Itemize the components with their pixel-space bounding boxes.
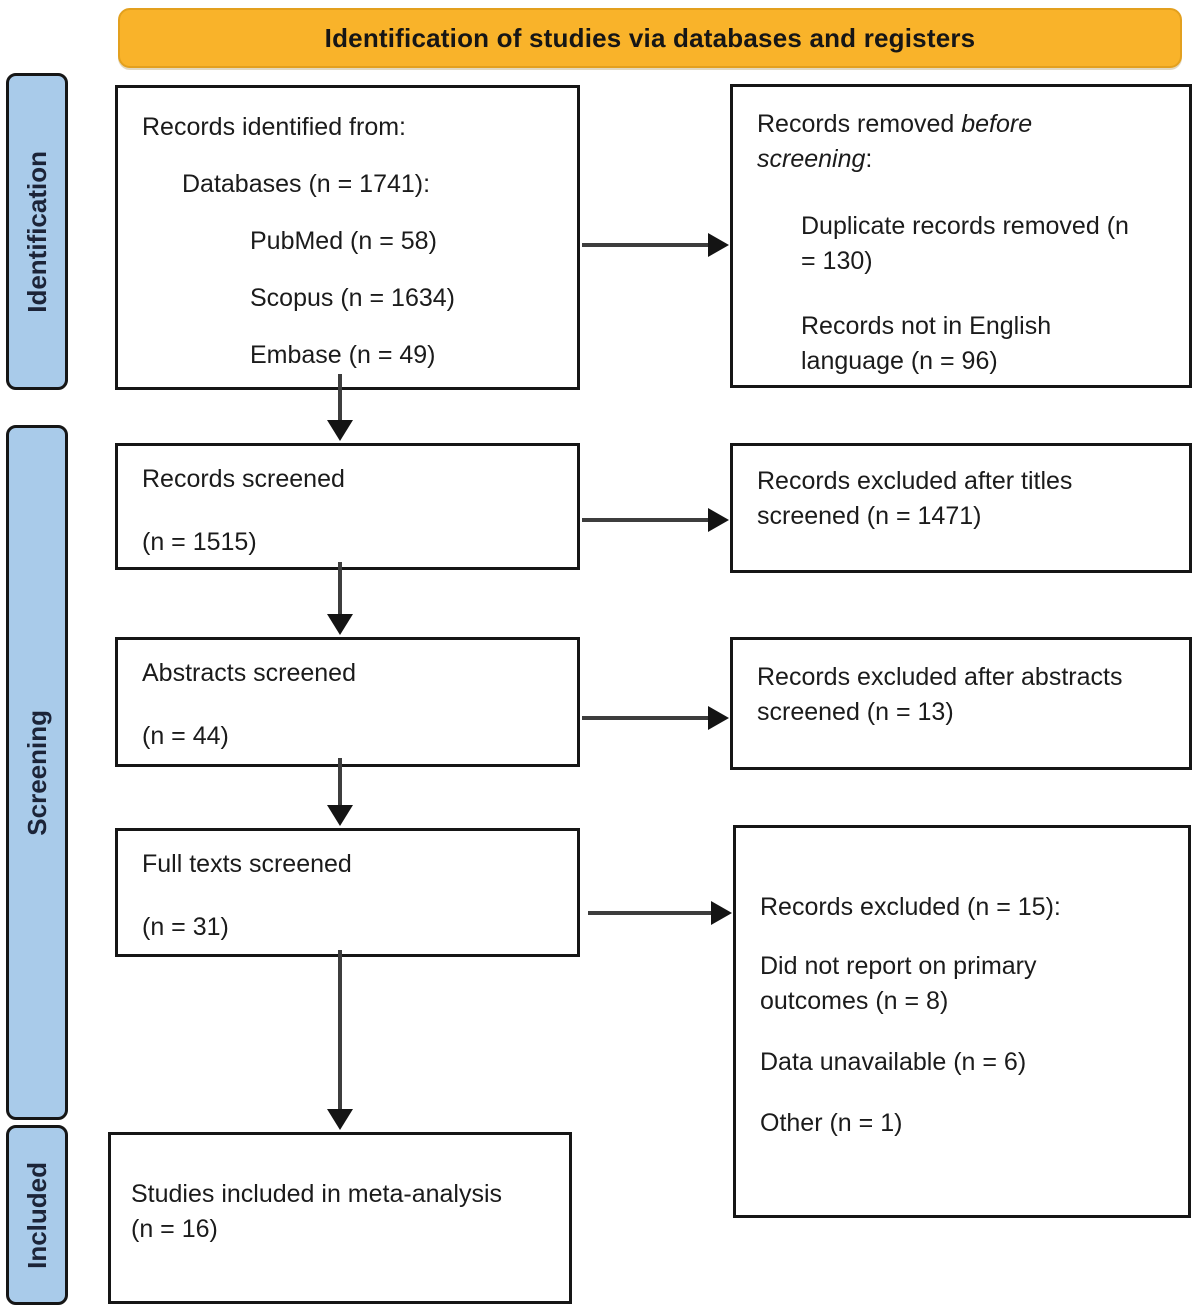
- arrowhead-abstracts-to-fulltexts: [327, 805, 353, 826]
- arrowhead-abstracts-to-excluded-abstracts: [708, 706, 729, 730]
- excluded-abstracts-text: Records excluded after abstracts screene…: [757, 663, 1123, 726]
- records-removed-items: Duplicate records removed (n = 130) Reco…: [801, 209, 1169, 379]
- removed-item-language: Records not in English language (n = 96): [801, 312, 1052, 375]
- records-removed-heading: Records removed before screening:: [757, 107, 1107, 177]
- records-removed-heading-regular: Records removed: [757, 110, 962, 138]
- box-studies-included: Studies included in meta-analysis (n = 1…: [108, 1132, 572, 1304]
- excluded-titles-text: Records excluded after titles screened (…: [757, 467, 1073, 530]
- database-item-scopus: Scopus (n = 1634): [250, 284, 455, 312]
- database-item-embase: Embase (n = 49): [250, 341, 436, 369]
- records-removed-heading-italic: before screening: [757, 110, 1033, 173]
- stage-included: Included: [6, 1125, 68, 1305]
- box-excluded-titles: Records excluded after titles screened (…: [730, 443, 1192, 573]
- arrowhead-screened-to-excluded-titles: [708, 508, 729, 532]
- abstracts-screened-label: Abstracts screened: [142, 659, 356, 687]
- studies-included-count: (n = 16): [131, 1215, 218, 1243]
- box-fulltexts-screened: Full texts screened (n = 31): [115, 828, 580, 957]
- excluded-item-primary-outcomes: Did not report on primary outcomes (n = …: [760, 952, 1037, 1015]
- banner-title: Identification of studies via databases …: [324, 22, 976, 53]
- box-excluded-fulltexts: Records excluded (n = 15): Did not repor…: [733, 825, 1191, 1218]
- box-abstracts-screened: Abstracts screened (n = 44): [115, 637, 580, 767]
- records-screened-label: Records screened: [142, 465, 345, 493]
- arrowhead-fulltexts-to-included: [327, 1109, 353, 1130]
- box-records-removed: Records removed before screening: Duplic…: [730, 84, 1192, 388]
- arrowhead-fulltexts-to-excluded: [711, 901, 732, 925]
- fulltexts-screened-label: Full texts screened: [142, 850, 352, 878]
- records-removed-heading-colon: :: [865, 145, 873, 173]
- database-item-pubmed: PubMed (n = 58): [250, 227, 437, 255]
- databases-total: Databases (n = 1741):: [182, 170, 431, 198]
- stage-included-label: Included: [21, 1161, 52, 1269]
- studies-included-label: Studies included in meta-analysis: [131, 1180, 503, 1208]
- removed-item-duplicates: Duplicate records removed (n = 130): [801, 212, 1129, 275]
- stage-identification: Identification: [6, 73, 68, 390]
- excluded-item-other: Other (n = 1): [760, 1109, 903, 1137]
- arrowhead-identified-to-screened: [327, 420, 353, 441]
- excluded-fulltexts-heading: Records excluded (n = 15):: [760, 893, 1061, 921]
- stage-screening: Screening: [6, 425, 68, 1120]
- banner: Identification of studies via databases …: [118, 8, 1182, 68]
- stage-identification-label: Identification: [21, 150, 52, 313]
- arrowhead-screened-to-abstracts: [327, 614, 353, 635]
- records-screened-count: (n = 1515): [142, 528, 257, 556]
- stage-screening-label: Screening: [21, 709, 52, 836]
- box-records-identified: Records identified from: Databases (n = …: [115, 85, 580, 390]
- box-excluded-abstracts: Records excluded after abstracts screene…: [730, 637, 1192, 770]
- abstracts-screened-count: (n = 44): [142, 722, 229, 750]
- arrowhead-identified-to-removed: [708, 233, 729, 257]
- fulltexts-screened-count: (n = 31): [142, 913, 229, 941]
- records-identified-heading: Records identified from:: [142, 113, 407, 141]
- box-records-screened: Records screened (n = 1515): [115, 443, 580, 570]
- excluded-item-data-unavailable: Data unavailable (n = 6): [760, 1048, 1027, 1076]
